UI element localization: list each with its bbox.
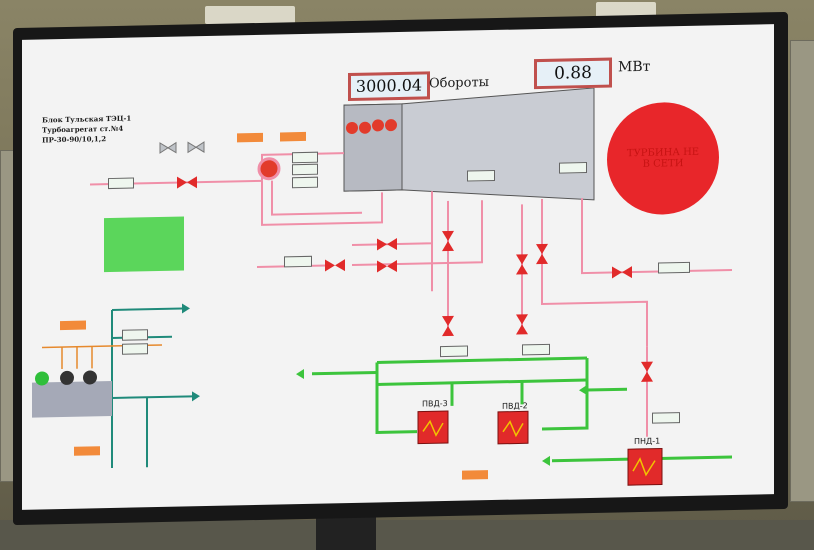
heater-label-pvd2: ПВД-2 [502,401,528,411]
arrow-icon [182,303,200,402]
indicator-lamp-icon [60,370,74,385]
value-box [292,176,318,189]
heater-label-pvd3: ПВД-3 [422,398,448,409]
valve-icon [622,266,632,279]
floor [0,520,814,550]
status-chip[interactable] [237,132,263,143]
value-box [559,162,587,174]
valve-group-grey [159,141,205,154]
turbine-model: ПР-30-90/10,1,2 [42,134,107,145]
value-box [292,163,318,176]
rpm-label: Обороты [429,75,489,92]
ceiling-light [205,6,295,24]
station-name: Блок Тульская ТЭЦ-1 [42,113,132,125]
power-label: МВт [618,58,651,76]
valve-icon [516,314,528,325]
value-box [652,412,680,424]
rpm-readout: 3000.04 [348,71,430,102]
indicator-lamp-icon [346,121,358,134]
indicator-lamp-icon [385,119,397,132]
valve-icon [377,238,387,251]
oil-tank [32,380,112,418]
value-box [108,177,134,190]
indicator-lamp-icon [35,371,49,386]
valve-icon [387,238,397,251]
valve-icon [536,243,548,254]
valve-icon [442,325,454,337]
valve-icon [442,230,454,241]
value-box [440,345,468,358]
valve-icon [442,240,454,252]
heater-label-pnd1: ПНД-1 [634,436,661,447]
valve-icon [177,176,187,189]
valve-icon [516,254,528,265]
indicator-lamp-icon [372,119,384,132]
scada-screen: Блок Тульская ТЭЦ-1 Турбоагрегат ст.№4 П… [22,24,774,510]
power-readout: 0.88 [534,57,612,90]
valve-group [177,176,653,382]
valve-icon [335,259,345,272]
valve-icon [325,259,335,272]
indicator-lamp-icon [359,121,371,134]
green-status-button[interactable] [104,216,184,273]
process-diagram [32,87,732,486]
value-box [658,261,690,274]
valve-icon [442,315,454,326]
valve-icon [187,176,197,189]
indicator-lamp-icon [83,370,97,385]
valve-icon [516,264,528,275]
valve-icon [612,266,622,279]
status-chip[interactable] [74,446,100,456]
valve-icon [641,361,653,372]
status-chip[interactable] [280,131,306,142]
value-box [467,169,495,182]
turbine-hp-section [343,103,403,192]
valve-icon [536,253,548,265]
value-box [292,151,318,164]
heat-exchanger-icon [627,447,663,486]
alarm-text-line1: ТУРБИНА НЕ [626,146,700,160]
status-chip[interactable] [60,320,86,331]
valve-icon [641,371,653,382]
alarm-text-line2: В СЕТИ [642,158,684,170]
value-box [522,343,550,356]
value-box [122,329,148,341]
pump-icon [257,157,281,181]
arrow-icon [296,368,587,466]
value-box [122,343,148,355]
value-box [284,255,312,268]
valve-icon [516,324,528,335]
valve-icon [377,260,387,273]
turbine-unit: Турбоагрегат ст.№4 [42,123,124,135]
status-chip[interactable] [462,470,488,480]
control-cabinet [790,40,814,502]
valve-icon [387,260,397,273]
